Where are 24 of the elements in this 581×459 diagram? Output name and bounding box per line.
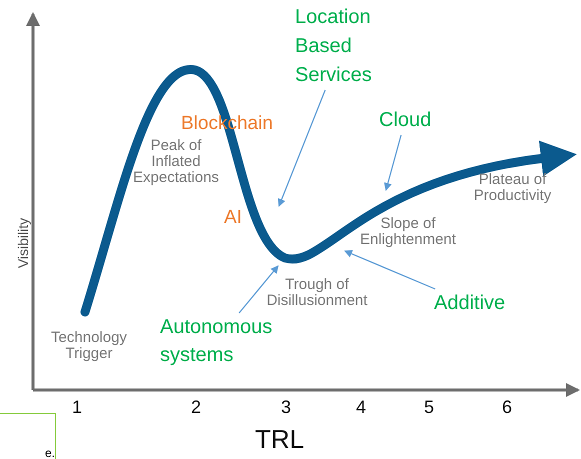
tick-label: 4 [356,397,366,418]
leader-arrow [384,134,402,191]
tick-label: 2 [191,397,202,418]
leader-arrow [278,90,326,207]
tick-label: 3 [281,397,292,418]
phase-label: Slope of Enlightenment [359,216,457,248]
hype-curve [80,66,577,316]
leader-arrow [344,250,436,290]
technology-label: AI [224,207,242,229]
phase-label: Technology Trigger [50,330,128,362]
phase-label: Trough of Disillusionment [266,277,368,309]
axis-title: TRL [255,424,304,455]
technology-label: Location Based Services [295,3,390,90]
phase-label: Peak of Inflated Expectations [132,138,220,186]
phase-label: Plateau of Productivity [472,172,552,204]
tick-label: 1 [72,397,82,418]
leader-arrow [238,265,279,314]
technology-label: Cloud [379,106,432,135]
technology-label: Autonomous systems [160,313,272,369]
technology-label: Additive [434,289,506,318]
note-box: e. [0,413,56,459]
axis-title: Visibility [15,216,31,270]
tick-label: 5 [424,397,434,418]
tick-label: 6 [502,397,512,418]
